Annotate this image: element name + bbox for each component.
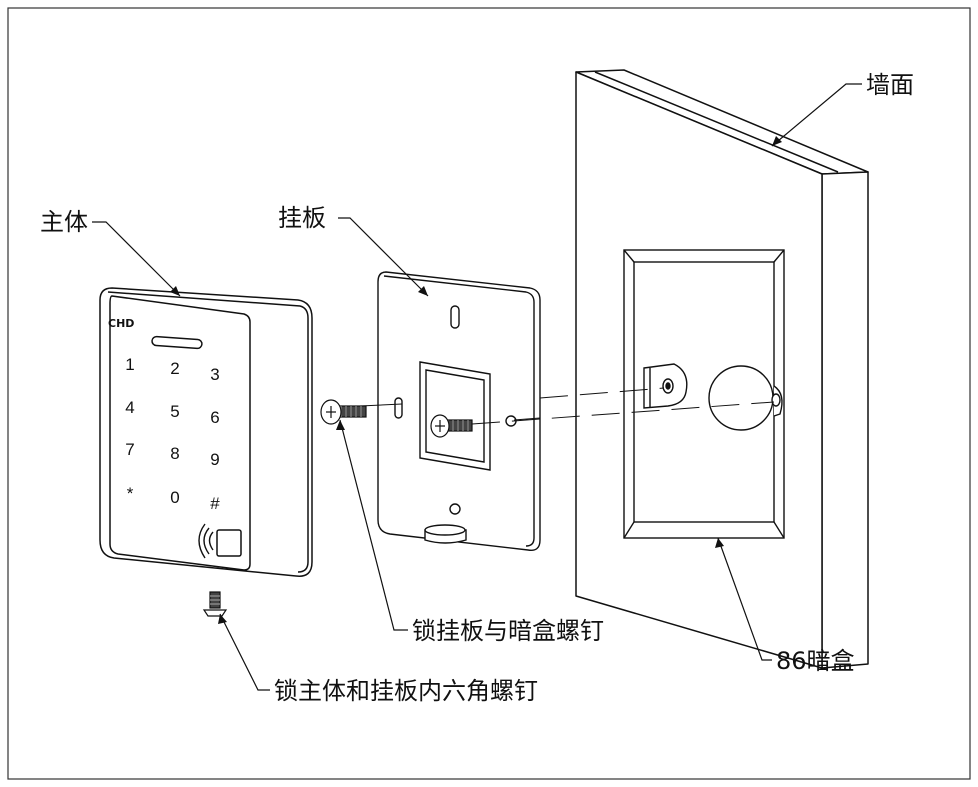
plate-center-window	[419, 361, 491, 471]
label-hex-screw: 锁主体和挂板内六角螺钉	[274, 677, 538, 705]
box-knockout-hole	[708, 365, 774, 431]
key-2: 2	[170, 359, 179, 378]
diagram-frame	[7, 7, 971, 780]
hex-socket-screw	[202, 591, 228, 617]
label-main-body: 主体	[40, 208, 88, 236]
key-9: 9	[210, 450, 219, 469]
key-4: 4	[125, 398, 134, 417]
key-8: 8	[170, 444, 179, 463]
label-mounting-plate: 挂板	[278, 204, 326, 232]
nfc-icon	[198, 523, 214, 559]
key-hash: #	[210, 494, 220, 513]
label-wall: 墙面	[866, 71, 914, 99]
device-body	[99, 287, 313, 577]
key-1: 1	[125, 355, 134, 374]
key-3: 3	[210, 365, 219, 384]
leader-lines	[92, 83, 862, 691]
center-screw	[430, 414, 473, 438]
brand-logo: CHD	[108, 317, 134, 330]
indicator-light-bar	[151, 335, 203, 350]
key-star: *	[127, 484, 134, 503]
key-7: 7	[125, 440, 134, 459]
wall	[575, 69, 869, 669]
key-6: 6	[210, 408, 219, 427]
label-junction-box: 86暗盒	[776, 647, 855, 675]
key-5: 5	[170, 402, 179, 421]
mounting-plate	[377, 271, 541, 551]
junction-box-86	[623, 249, 785, 539]
box-outer-rim	[623, 249, 785, 539]
plate-left-slot	[394, 397, 403, 419]
plate-to-box-screw	[320, 399, 367, 425]
keypad: 1 2 3 4 5 6 7 8 9 * 0 #	[125, 355, 220, 513]
alignment-axis-lines	[359, 387, 775, 425]
device-front-panel	[109, 295, 251, 571]
leader-arrowheads	[170, 136, 782, 624]
plate-top-slot	[450, 305, 460, 329]
wall-side-face	[821, 171, 869, 669]
wall-front-face	[575, 71, 823, 669]
key-0: 0	[170, 488, 179, 507]
label-plate-screw: 锁挂板与暗盒螺钉	[412, 617, 604, 645]
card-reader-area	[216, 529, 242, 557]
